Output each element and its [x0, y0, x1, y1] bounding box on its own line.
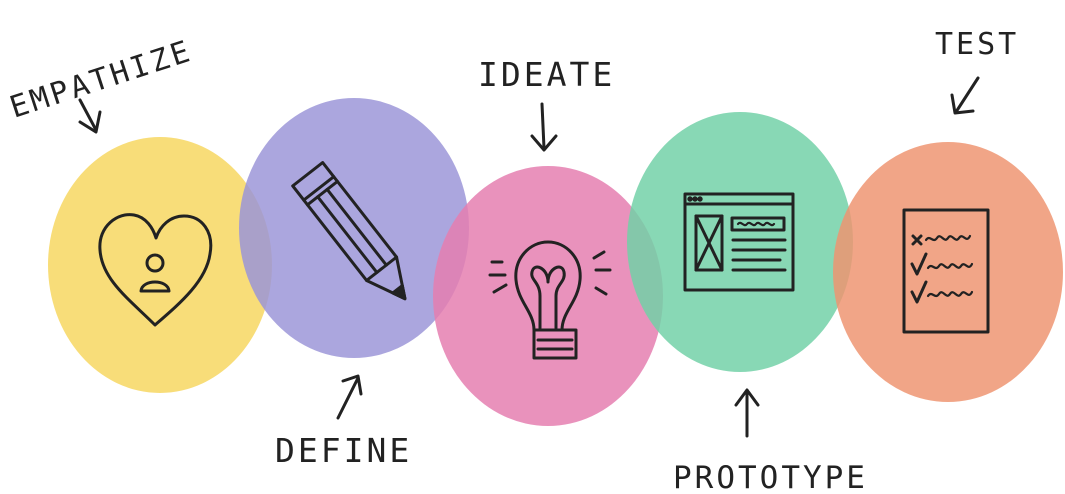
lightbulb-icon	[488, 240, 612, 360]
pencil-icon	[291, 161, 407, 301]
empathize-arrow	[78, 98, 102, 134]
test-arrow	[950, 76, 980, 115]
ideate-label: IDEATE	[478, 55, 615, 94]
checklist-icon	[902, 208, 990, 334]
prototype-label: PROTOTYPE	[673, 460, 868, 494]
define-arrow	[336, 374, 363, 420]
wireframe-window-icon	[683, 192, 795, 292]
empathize-circle	[48, 137, 272, 393]
prototype-circle	[627, 112, 853, 372]
prototype-arrow	[734, 388, 760, 438]
ideate-circle	[433, 166, 663, 426]
define-circle	[239, 98, 469, 358]
heart-person-icon	[98, 213, 213, 327]
test-label: TEST	[935, 27, 1019, 62]
define-label: DEFINE	[275, 431, 412, 470]
test-circle	[833, 142, 1063, 402]
ideate-arrow	[530, 102, 558, 152]
